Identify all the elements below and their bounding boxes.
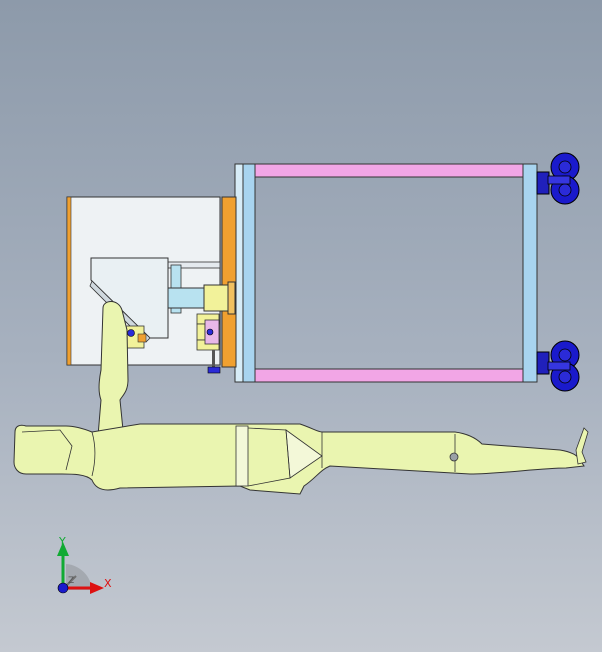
top-pink-rail: [249, 163, 527, 178]
forearm-bolt: [449, 452, 459, 462]
coupling-yellow: [203, 284, 229, 312]
triad-y-arrow: [57, 542, 69, 556]
shaft: [167, 287, 205, 309]
triad-x-arrow: [90, 582, 104, 594]
right-post: [522, 163, 538, 383]
end-effector-tip: [575, 427, 589, 465]
triad-y-label: Y: [58, 535, 66, 548]
left-post: [242, 163, 256, 383]
trolley-frame[interactable]: [221, 163, 538, 383]
caster-bottom[interactable]: [536, 340, 580, 392]
caster-top[interactable]: [536, 152, 580, 205]
wrist-clamp[interactable]: [123, 325, 147, 349]
coupling-flange: [227, 281, 236, 315]
triad-origin: [57, 582, 69, 594]
coordinate-triad: Y X Z: [57, 535, 112, 594]
housing-edge: [66, 196, 72, 366]
clamp-assembly[interactable]: [196, 313, 221, 374]
triad-x-label: X: [104, 577, 112, 590]
controller-housing[interactable]: [66, 196, 221, 366]
triad-z-label: Z: [68, 576, 74, 586]
bottom-pink-rail: [249, 368, 527, 383]
robot-arm[interactable]: [13, 301, 589, 495]
triad-arc: [66, 564, 92, 590]
shaft-assembly[interactable]: [167, 264, 236, 315]
angled-bracket: [90, 257, 169, 339]
